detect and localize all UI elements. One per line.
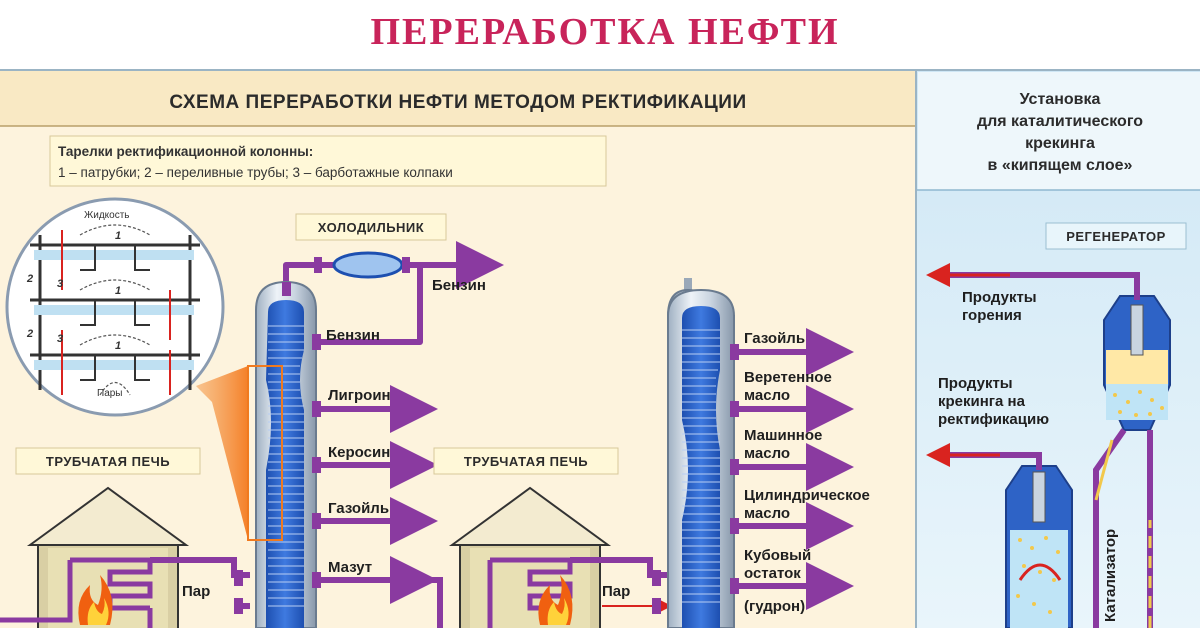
reactor (1005, 465, 1073, 628)
inset-number: 2 (26, 273, 33, 285)
tray-inset: Жидкость Пары 1 1 1 2 2 3 3 (5, 197, 225, 417)
inset-number: 1 (115, 340, 121, 352)
cooler-icon (332, 251, 404, 279)
cracking-products-line-3: ректификацию (938, 411, 1049, 428)
side-heading-line-3: крекинга (1025, 135, 1095, 152)
inset-number: 3 (57, 278, 63, 290)
tube-furnace-2 (448, 486, 668, 628)
distillation-column-1 (247, 280, 317, 628)
output-spindle-oil-line-1: Веретенное (744, 369, 832, 386)
zoom-beam (196, 366, 248, 540)
output-spindle-oil-line-2: масло (744, 387, 790, 404)
output-cylinder-oil-line-2: масло (744, 505, 790, 522)
inset-vapors-label: Пары (97, 388, 123, 399)
inset-number: 2 (26, 328, 33, 340)
furnace-2-label: ТРУБЧАТАЯ ПЕЧЬ (464, 454, 588, 469)
steam-label-1: Пар (182, 583, 210, 600)
furnace-1-label: ТРУБЧАТАЯ ПЕЧЬ (46, 454, 170, 469)
furnace-1-label-box (15, 447, 201, 475)
inset-number: 3 (57, 333, 63, 345)
side-heading-line-2: для каталитического (977, 113, 1143, 130)
output-kerosene: Керосин (328, 444, 390, 461)
furnace-2-label-box (433, 447, 619, 475)
output-gasoline: Бензин (326, 327, 380, 344)
legend-box (49, 135, 607, 187)
output-residue-line-1: Кубовый (744, 547, 811, 564)
inset-number: 1 (115, 285, 121, 297)
output-ligroin: Лигроин (328, 387, 391, 404)
regenerator-label: РЕГЕНЕРАТОР (1066, 229, 1166, 244)
output-residue-line-2: остаток (744, 565, 801, 582)
inset-liquid-label: Жидкость (84, 210, 130, 221)
regenerator (1103, 295, 1171, 431)
side-heading-line-1: Установка (1020, 91, 1101, 108)
combustion-products-line-1: Продукты (962, 289, 1037, 306)
inset-number: 1 (115, 230, 121, 242)
cooler-label: ХОЛОДИЛЬНИК (318, 220, 424, 235)
output-fuel-oil: Мазут (328, 559, 372, 576)
poster-title: ПЕРЕРАБОТКА НЕФТИ (370, 11, 839, 53)
legend-line: 1 – патрубки; 2 – переливные трубы; 3 – … (58, 165, 453, 180)
side-heading-line-4: в «кипящем слое» (988, 157, 1133, 174)
legend-title: Тарелки ректификационной колонны: (58, 144, 313, 159)
output-gasoil-2: Газойль (744, 330, 805, 347)
output-cylinder-oil-line-1: Цилиндрическое (744, 487, 870, 504)
output-gasoil: Газойль (328, 500, 389, 517)
tube-furnace-1 (0, 486, 250, 628)
output-machine-oil-line-2: масло (744, 445, 790, 462)
cracking-products-line-2: крекинга на (938, 393, 1026, 410)
main-heading: СХЕМА ПЕРЕРАБОТКИ НЕФТИ МЕТОДОМ РЕКТИФИК… (169, 92, 746, 113)
regenerator-label-box (1045, 222, 1187, 250)
steam-label-2: Пар (602, 583, 630, 600)
distillation-column-2 (667, 278, 735, 628)
output-machine-oil-line-1: Машинное (744, 427, 822, 444)
cracking-products-line-1: Продукты (938, 375, 1013, 392)
output-gasoline-top: Бензин (432, 277, 486, 294)
combustion-products-line-2: горения (962, 307, 1022, 324)
cooler-label-box (295, 213, 447, 241)
output-residue-line-3: (гудрон) (744, 598, 805, 615)
catalyst-label: Катализатор (1102, 529, 1119, 622)
